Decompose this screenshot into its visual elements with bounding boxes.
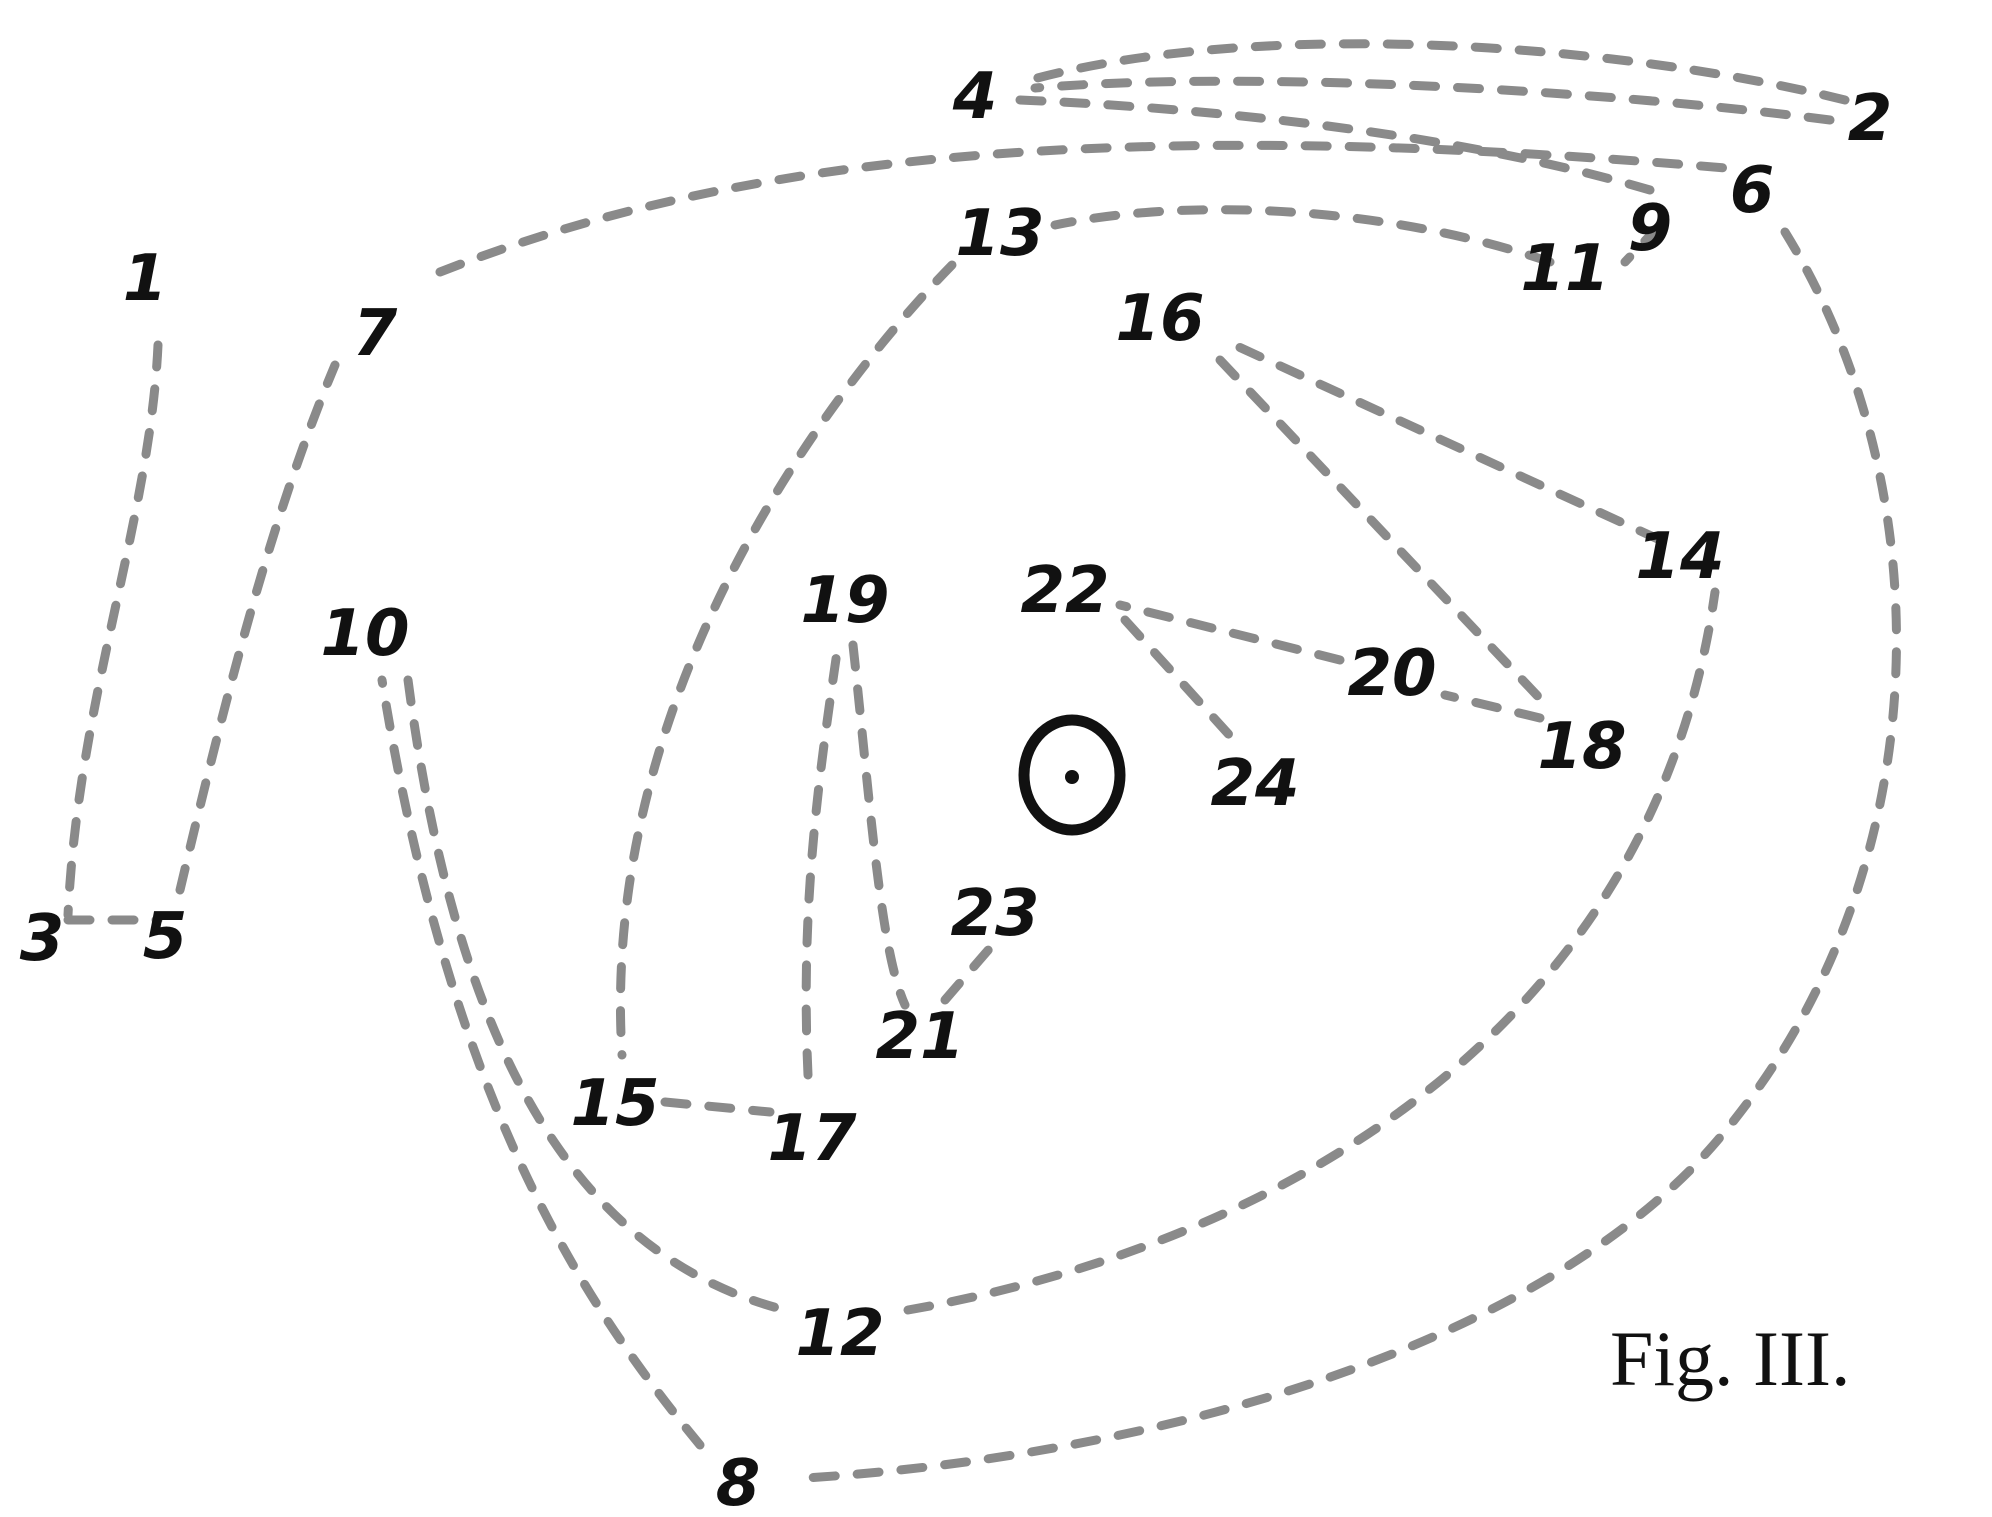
path-5-7 bbox=[175, 360, 340, 895]
path-10-12 bbox=[403, 675, 790, 1315]
path-21-23 bbox=[940, 943, 995, 1005]
node-label-21: 21 bbox=[875, 1000, 964, 1074]
path-17-19 bbox=[801, 640, 843, 1080]
node-label-14: 14 bbox=[1635, 520, 1724, 594]
path-13-15 bbox=[616, 260, 957, 1060]
node-label-10: 10 bbox=[320, 597, 409, 671]
path-15-17 bbox=[660, 1097, 775, 1117]
node-label-4: 4 bbox=[952, 60, 998, 134]
node-label-13: 13 bbox=[955, 197, 1044, 271]
path-6-8 bbox=[800, 227, 1901, 1483]
dashed-paths bbox=[63, 39, 1901, 1483]
node-label-1: 1 bbox=[123, 242, 168, 316]
path-1-3 bbox=[63, 340, 163, 920]
path-16-18 bbox=[1215, 355, 1553, 712]
node-label-16: 16 bbox=[1115, 282, 1204, 356]
node-label-3: 3 bbox=[20, 902, 65, 976]
path-4-9 bbox=[1015, 95, 1655, 195]
node-label-5: 5 bbox=[143, 900, 188, 974]
node-label-17: 17 bbox=[767, 1102, 857, 1176]
node-label-23: 23 bbox=[950, 877, 1039, 951]
path-22-24 bbox=[1120, 615, 1237, 743]
circle-with-dot-icon bbox=[1018, 714, 1126, 836]
path-8-10 bbox=[377, 675, 705, 1450]
node-label-12: 12 bbox=[795, 1297, 884, 1371]
node-label-15: 15 bbox=[570, 1067, 659, 1141]
node-label-8: 8 bbox=[716, 1447, 761, 1517]
node-label-9: 9 bbox=[1628, 192, 1673, 266]
path-18-20 bbox=[1440, 690, 1545, 723]
node-label-24: 24 bbox=[1210, 747, 1299, 821]
center-symbol bbox=[1018, 714, 1126, 836]
path-9-11 bbox=[1620, 220, 1665, 267]
node-labels: 1 2 3 4 5 6 7 8 9 10 11 12 13 14 15 16 1… bbox=[20, 60, 1893, 1517]
node-label-18: 18 bbox=[1537, 710, 1626, 784]
path-11-13 bbox=[1050, 205, 1555, 267]
node-label-2: 2 bbox=[1848, 82, 1893, 156]
node-label-11: 11 bbox=[1520, 232, 1609, 306]
node-label-20: 20 bbox=[1347, 637, 1436, 711]
path-2-4-outer bbox=[1025, 39, 1850, 105]
path-20-22 bbox=[1115, 600, 1345, 665]
node-label-6: 6 bbox=[1730, 154, 1775, 228]
path-19-21 bbox=[848, 640, 910, 1010]
node-label-7: 7 bbox=[353, 297, 398, 371]
path-12-14 bbox=[903, 587, 1720, 1315]
path-2-4-inner bbox=[1030, 76, 1835, 125]
path-14-16 bbox=[1223, 337, 1665, 545]
node-label-22: 22 bbox=[1020, 554, 1109, 628]
node-label-19: 19 bbox=[800, 564, 889, 638]
figure-caption: Fig. III. bbox=[1610, 1315, 1850, 1402]
center-dot bbox=[1065, 770, 1079, 784]
path-7-6 bbox=[435, 140, 1730, 277]
